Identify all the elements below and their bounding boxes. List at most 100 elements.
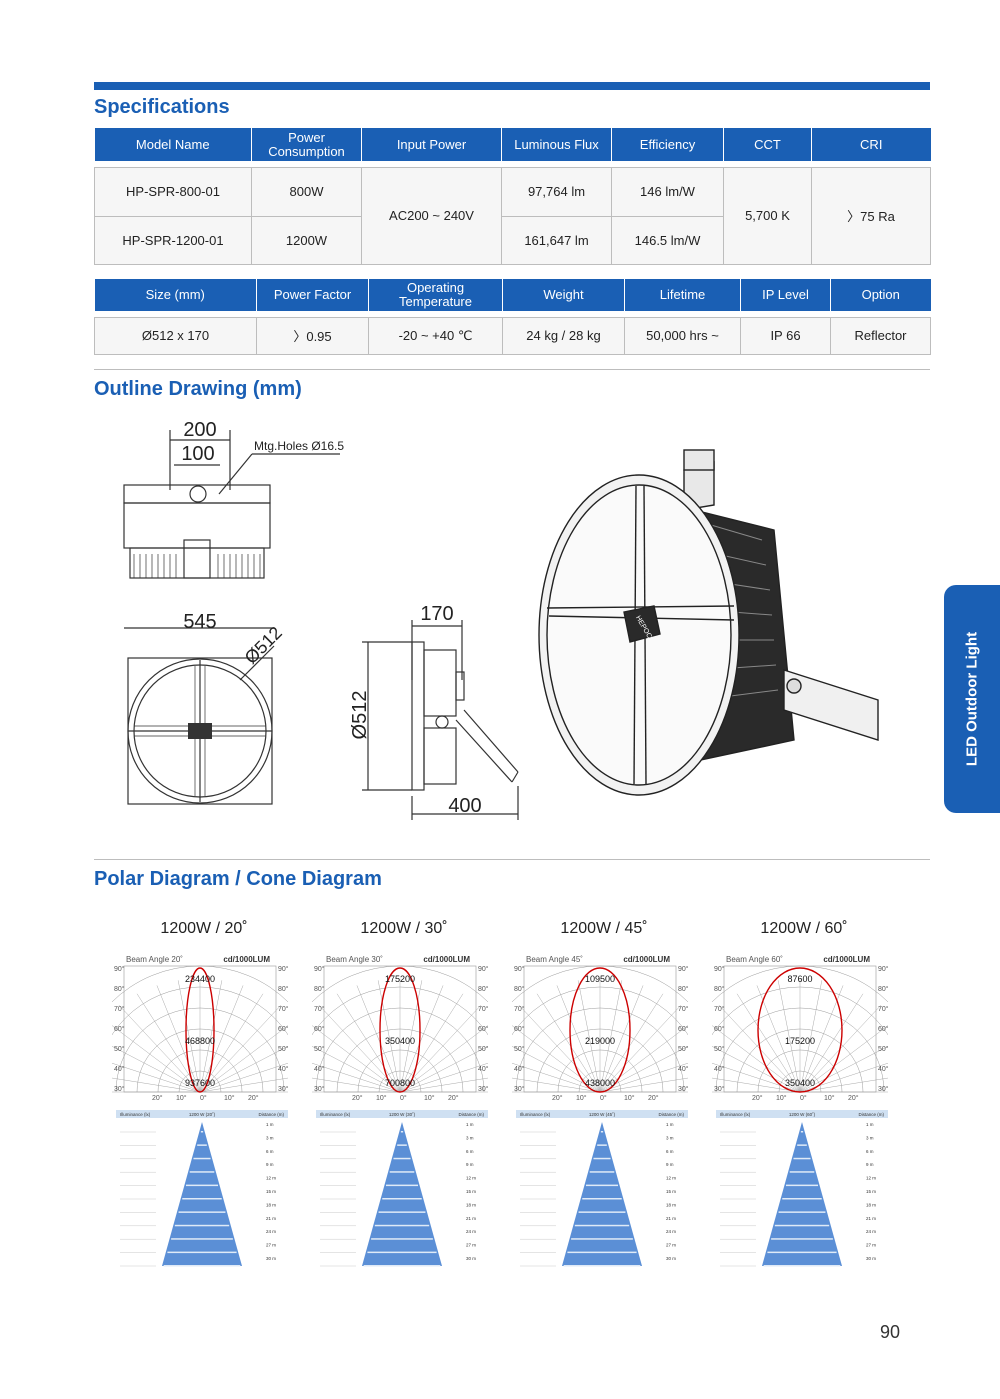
polar-grid-spoke	[399, 1045, 488, 1093]
intensity-value: 468800	[185, 1036, 215, 1046]
angle-label-right: 30°	[678, 1085, 688, 1093]
angle-label-right: 70°	[478, 1005, 488, 1013]
outline-drawing: 200 100 Mtg.Holes Ø16.5 545 Ø512 170 Ø51…	[123, 419, 879, 820]
angle-label-right: 40°	[878, 1065, 888, 1073]
cone-band	[178, 1211, 226, 1213]
cone-distance-label: 3 m	[666, 1135, 674, 1140]
cone-distance-label: 24 m	[266, 1229, 276, 1234]
cone-col-illuminance: Illuminance (lx)	[520, 1112, 551, 1117]
polar-grid-spoke	[756, 985, 801, 1093]
cone-diagram-30: Illuminance (lx)1200 W (30˚)Distance (m)…	[316, 1110, 488, 1267]
cone-distance-label: 18 m	[666, 1202, 676, 1207]
th-operating-temperature: Operating Temperature	[368, 279, 503, 311]
cell-cct: 5,700 K	[723, 166, 812, 265]
dim-512-vertical: Ø512	[349, 691, 371, 740]
angle-label-bottom: 10°	[424, 1094, 435, 1102]
angle-label-right: 90°	[478, 965, 488, 973]
cone-band	[574, 1224, 630, 1227]
polar-grid-spoke	[112, 1045, 201, 1093]
beam-angle-label: Beam Angle 20˚	[126, 955, 183, 964]
cone-band	[797, 1144, 807, 1146]
polar-diagram-20: Beam Angle 20˚cd/1000LUM90°90°80°80°70°7…	[112, 955, 288, 1102]
intensity-curve	[185, 967, 215, 1093]
angle-label-left: 40°	[114, 1065, 125, 1073]
cone-band	[382, 1198, 422, 1200]
angle-label-right: 40°	[478, 1065, 488, 1073]
angle-label-left: 90°	[114, 965, 125, 973]
unit-label: cd/1000LUM	[623, 955, 670, 964]
th-size: Size (mm)	[94, 279, 257, 311]
angle-label-bottom: 0°	[600, 1094, 607, 1102]
polar-heading-60: 1200W / 60˚	[760, 920, 848, 937]
cone-col-illuminance: Illuminance (lx)	[720, 1112, 751, 1117]
cone-band	[200, 1131, 204, 1133]
cone-col-head: 1200 W (30˚)	[389, 1111, 416, 1117]
cone-distance-label: 12 m	[266, 1176, 276, 1181]
light-cone	[162, 1122, 242, 1266]
front-logo-plate	[188, 723, 212, 739]
cell-weight: 24 kg / 28 kg	[502, 316, 625, 355]
cone-distance-label: 6 m	[266, 1149, 274, 1154]
polar-grid-spoke	[312, 1025, 401, 1093]
intensity-value: 438000	[585, 1078, 615, 1088]
cone-diagram-45: Illuminance (lx)1200 W (45˚)Distance (m)…	[516, 1110, 688, 1267]
cell-ip-level: IP 66	[740, 316, 831, 355]
cell-flux: 97,764 lm	[501, 166, 612, 217]
cone-distance-label: 1 m	[466, 1122, 474, 1127]
cone-band	[389, 1171, 415, 1173]
angle-label-bottom: 10°	[376, 1094, 387, 1102]
polar-grid-spoke	[512, 1025, 601, 1093]
polar-grid-spoke	[112, 1062, 201, 1093]
cone-distance-label: 3 m	[466, 1135, 474, 1140]
intensity-value: 350400	[385, 1036, 415, 1046]
polar-grid-spoke	[599, 993, 664, 1093]
cone-distance-label: 24 m	[866, 1229, 876, 1234]
cone-distance-label: 21 m	[666, 1216, 676, 1221]
cone-band	[400, 1131, 404, 1133]
cone-distance-label: 6 m	[466, 1149, 474, 1154]
th-input-power: Input Power	[361, 128, 502, 161]
polar-grid-spoke	[199, 1045, 288, 1093]
angle-label-left: 50°	[114, 1045, 125, 1053]
angle-label-left: 50°	[514, 1045, 525, 1053]
luminaire-3d-view	[538, 449, 879, 796]
cone-distance-label: 30 m	[666, 1256, 676, 1261]
angle-label-bottom: 0°	[400, 1094, 407, 1102]
polar-grid-spoke	[712, 1045, 801, 1093]
angle-label-bottom: 10°	[824, 1094, 835, 1102]
page-number: 90	[880, 1322, 901, 1342]
cone-distance-label: 24 m	[666, 1229, 676, 1234]
angle-label-right: 70°	[278, 1005, 288, 1013]
cell-efficiency: 146 lm/W	[611, 166, 724, 217]
light-cone	[362, 1122, 442, 1266]
polar-grid-spoke	[156, 985, 201, 1093]
polar-grid-spoke	[399, 1077, 488, 1093]
intensity-value: 175200	[385, 974, 415, 984]
cone-diagram-20: Illuminance (lx)1200 W (20˚)Distance (m)…	[116, 1110, 288, 1267]
polar-grid-spoke	[399, 1062, 488, 1093]
angle-label-bottom: 0°	[800, 1094, 807, 1102]
cell-cri: 〉75 Ra	[811, 166, 931, 265]
dim-200: 200	[183, 419, 216, 441]
angle-label-right: 50°	[278, 1045, 288, 1053]
angle-label-right: 40°	[278, 1065, 288, 1073]
intensity-curve	[569, 967, 631, 1093]
polar-grid-spoke	[712, 1077, 801, 1093]
angle-label-left: 40°	[514, 1065, 525, 1073]
angle-label-left: 70°	[714, 1005, 725, 1013]
polar-grid-spoke	[599, 1045, 688, 1093]
th-option: Option	[830, 279, 931, 311]
cell-model: HP-SPR-1200-01	[94, 215, 252, 265]
dim-512-diagonal: Ø512	[241, 623, 286, 668]
cone-distance-label: 18 m	[466, 1202, 476, 1207]
polar-grid-spoke	[399, 985, 444, 1093]
angle-label-bottom: 20°	[848, 1094, 859, 1102]
dim-545: 545	[183, 611, 216, 633]
cone-band	[586, 1184, 618, 1187]
polar-grid-spoke	[112, 1077, 201, 1093]
cone-distance-label: 18 m	[866, 1202, 876, 1207]
angle-label-left: 60°	[514, 1025, 525, 1033]
polar-grid-spoke	[356, 985, 401, 1093]
angle-label-bottom: 20°	[352, 1094, 363, 1102]
angle-label-right: 30°	[278, 1085, 288, 1093]
